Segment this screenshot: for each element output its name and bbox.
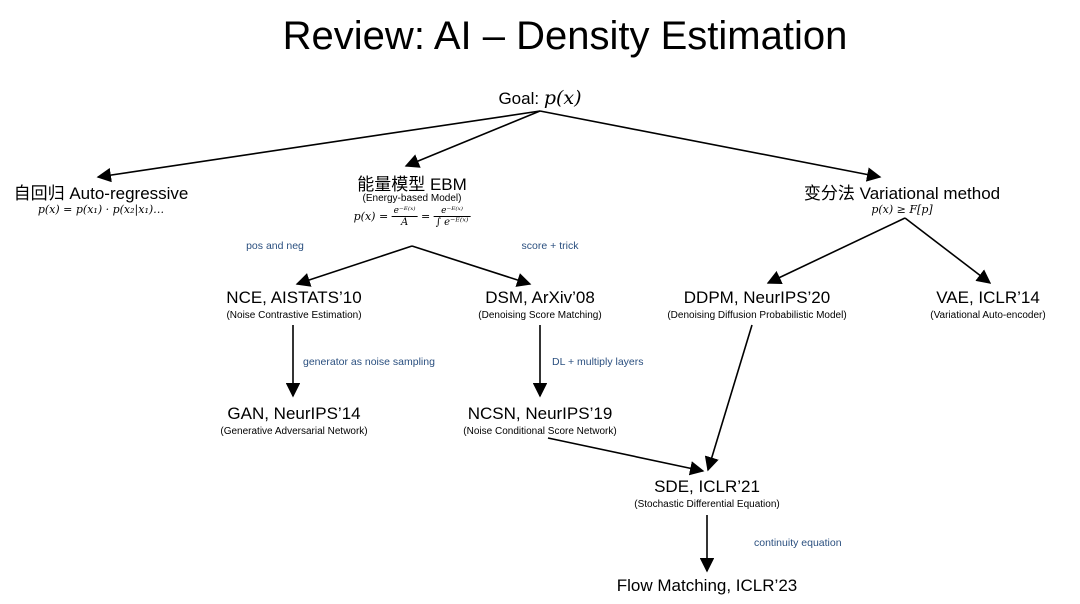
node-variational: 变分法 Variational method (803, 184, 1001, 203)
ebm-frac2-den: ∫ e⁻ᴱ⁽ˣ⁾ (435, 217, 469, 228)
ebm-subtitle: (Energy-based Model) (362, 193, 462, 204)
gan-subtitle: (Generative Adversarial Network) (220, 426, 368, 437)
dsm-subtitle: (Denoising Score Matching) (478, 310, 602, 321)
edge-goal-variational (539, 110, 882, 182)
page-title: Review: AI – Density Estimation (282, 14, 848, 58)
edge-goal-ebm (404, 110, 541, 168)
ebm-formula-eq: = (421, 210, 431, 223)
node-ebm: 能量模型 EBM (357, 175, 467, 194)
node-vae: VAE, ICLR’14 (936, 288, 1040, 307)
ebm-frac2-num: e⁻ᴱ⁽ˣ⁾ (433, 206, 471, 217)
edge-label-continuity: continuity equation (754, 537, 842, 549)
vae-subtitle: (Variational Auto-encoder) (930, 310, 1046, 321)
autoregressive-formula: p(x) = p(x₁) · p(x₂|x₁)… (37, 203, 165, 216)
edge-variational-ddpm (766, 217, 906, 284)
variational-formula: p(x) ≥ F[p] (871, 203, 933, 216)
edge-ncsn-sde (547, 437, 705, 476)
edge-label-pos-neg: pos and neg (246, 240, 304, 252)
node-ncsn: NCSN, NeurIPS’19 (467, 404, 613, 423)
ncsn-subtitle: (Noise Conditional Score Network) (463, 426, 617, 437)
node-dsm: DSM, ArXiv’08 (485, 288, 595, 307)
ebm-frac1-den: A (400, 217, 409, 228)
edge-goal-autoregressive (96, 110, 541, 183)
ebm-fraction-1: e⁻ᴱ⁽ˣ⁾ A (391, 206, 418, 228)
edge-variational-vae (904, 217, 992, 284)
ddpm-subtitle: (Denoising Diffusion Probabilistic Model… (667, 310, 847, 321)
edge-label-generator: generator as noise sampling (303, 356, 435, 368)
node-nce: NCE, AISTATS’10 (226, 288, 362, 307)
ebm-formula: p(x) = e⁻ᴱ⁽ˣ⁾ A = e⁻ᴱ⁽ˣ⁾ ∫ e⁻ᴱ⁽ˣ⁾ (354, 206, 471, 228)
node-ddpm: DDPM, NeurIPS’20 (683, 288, 831, 307)
sde-subtitle: (Stochastic Differential Equation) (634, 499, 780, 510)
node-sde: SDE, ICLR’21 (654, 477, 760, 496)
edge-ebm-dsm (411, 245, 532, 287)
edge-label-score-trick: score + trick (521, 240, 579, 252)
node-gan: GAN, NeurIPS’14 (227, 404, 361, 423)
goal-math: p(x) (543, 87, 582, 109)
edge-ddpm-sde (704, 324, 753, 472)
ebm-fraction-2: e⁻ᴱ⁽ˣ⁾ ∫ e⁻ᴱ⁽ˣ⁾ (433, 206, 471, 228)
goal-label: Goal: (498, 89, 540, 108)
edge-label-dl-layers: DL + multiply layers (552, 356, 644, 368)
goal-node: Goal: p(x) (498, 87, 581, 109)
node-autoregressive: 自回归 Auto-regressive (13, 184, 189, 203)
nce-subtitle: (Noise Contrastive Estimation) (226, 310, 362, 321)
ebm-formula-lhs: p(x) = (353, 210, 389, 223)
edge-ebm-nce (295, 245, 413, 287)
ebm-frac1-num: e⁻ᴱ⁽ˣ⁾ (391, 206, 418, 217)
node-flow-matching: Flow Matching, ICLR’23 (616, 576, 798, 595)
